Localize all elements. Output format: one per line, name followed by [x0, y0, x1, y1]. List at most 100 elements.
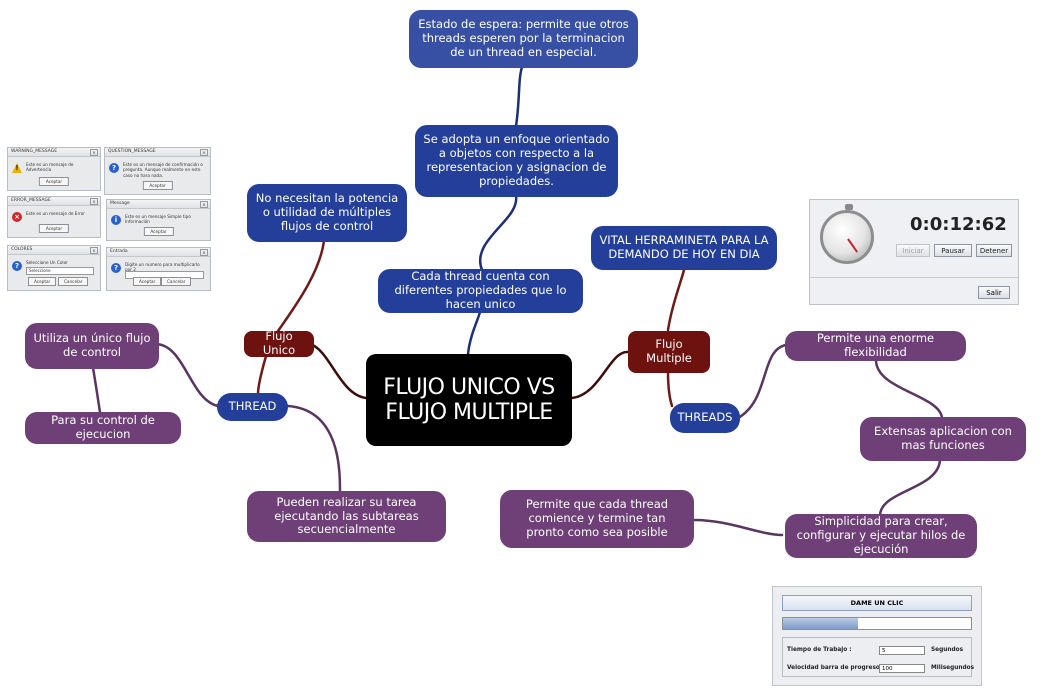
speed-input[interactable]: 100: [879, 664, 925, 673]
link-simplicidad-comience: [692, 518, 784, 537]
node-threads: THREADS: [670, 403, 740, 433]
node-propiedades: Cada thread cuenta con diferentes propie…: [378, 269, 583, 313]
node-potencia-label: No necesitan la potencia o utilidad de m…: [255, 191, 399, 233]
node-comience-label: Permite que cada thread comience y termi…: [525, 497, 669, 539]
question-accept-button[interactable]: Aceptar: [142, 181, 173, 190]
color-select-value: Seleccione: [29, 268, 51, 273]
entrada-dialog-title: Entrada: [110, 249, 128, 254]
node-flexibilidad-label: Permite una enorme flexibilidad: [816, 331, 935, 359]
link-threads-flexibilidad: [736, 343, 788, 420]
node-unico-flujo: Utiliza un único flujo de control: [25, 323, 159, 369]
error-accept-button[interactable]: Aceptar: [38, 224, 70, 233]
close-icon[interactable]: ×: [200, 249, 208, 256]
node-flujo-unico: Flujo Unico: [244, 329, 314, 357]
link-flujomultiple-vital: [666, 268, 686, 332]
error-dialog: ERROR_MESSAGE× × Este es un mensaje de E…: [7, 196, 101, 238]
close-icon[interactable]: ×: [200, 201, 208, 208]
warning-accept-button[interactable]: Aceptar: [38, 177, 70, 186]
entrada-dialog: Entrada × ? Digite un numero para multipl…: [106, 247, 211, 291]
node-flujo-multiple-label: Flujo Multiple: [646, 337, 692, 365]
close-icon[interactable]: ×: [90, 198, 98, 205]
work-time-label: Tiempo de Trabajo :: [787, 647, 852, 653]
question-dialog-titlebar: QUESTION_MESSAGE×: [105, 148, 210, 157]
message-dialog-title: Message: [110, 201, 130, 206]
message-dialog: Message × i Este es un mensaje Simple tip…: [106, 199, 211, 241]
progress-bar-fill: [783, 618, 859, 629]
central-topic-line2: FLUJO MULTIPLE: [385, 400, 553, 425]
node-flujo-multiple: Flujo Multiple: [628, 331, 710, 373]
warning-dialog-titlebar: WARNING_MESSAGE×: [8, 148, 100, 157]
node-control-ejecucion-label: Para su control de ejecucion: [51, 413, 155, 441]
node-simplicidad-label: Simplicidad para crear, configurar y eje…: [796, 514, 966, 556]
close-icon[interactable]: ×: [90, 247, 98, 254]
colores-cancel-button[interactable]: Cancelar: [58, 277, 89, 286]
close-icon[interactable]: ×: [200, 149, 208, 156]
error-dialog-title: ERROR_MESSAGE: [11, 198, 51, 203]
question-dialog: QUESTION_MESSAGE× ? Este es un mensaje d…: [104, 147, 211, 195]
speed-unit: Milisegundos: [931, 665, 975, 671]
colores-dialog-titlebar: COLORES ×: [8, 246, 100, 255]
warning-dialog: WARNING_MESSAGE× ! Este es un mensaje de…: [7, 147, 101, 191]
dame-un-clic-button[interactable]: DAME UN CLIC: [782, 595, 972, 611]
progress-window: DAME UN CLIC Tiempo de Trabajo : 5 Segun…: [772, 586, 982, 686]
colores-dialog-text: Seleccione Un Color: [26, 260, 68, 265]
close-icon[interactable]: ×: [90, 149, 98, 156]
colores-dialog: COLORES × ? Seleccione Un Color Seleccion…: [7, 245, 101, 291]
error-dialog-titlebar: ERROR_MESSAGE ×: [8, 197, 100, 206]
message-dialog-text: Este es un mensaje Simple tipo Informaci…: [125, 214, 191, 225]
entrada-dialog-text: Digite un numero para multiplicarlo por …: [125, 262, 200, 273]
node-thread: THREAD: [217, 393, 288, 421]
entrada-accept-button[interactable]: Aceptar: [133, 277, 162, 286]
link-thread-unicoflujo: [154, 342, 220, 408]
central-topic: FLUJO UNICO VS FLUJO MULTIPLE: [366, 354, 572, 446]
node-estado-espera: Estado de espera: permite que otros thre…: [409, 10, 638, 68]
speed-label: Velocidad barra de progreso :: [787, 665, 885, 671]
node-control-ejecucion: Para su control de ejecucion: [25, 412, 181, 444]
link-flexibilidad-extensas: [874, 358, 944, 420]
exit-button[interactable]: Salir: [978, 286, 1010, 299]
central-topic-line1: FLUJO UNICO VS: [383, 374, 555, 400]
node-estado-espera-label: Estado de espera: permite que otros thre…: [418, 17, 629, 59]
stopwatch-icon: [820, 204, 874, 264]
link-enfoque-espera: [514, 65, 524, 128]
message-accept-button[interactable]: Aceptar: [143, 227, 174, 236]
info-icon: i: [111, 215, 121, 225]
colores-dialog-title: COLORES: [11, 247, 33, 252]
warning-dialog-text: Este es un mensaje de Advertencia: [26, 162, 74, 173]
node-enfoque-objetos-label: Se adopta un enfoque orientado a objetos…: [423, 132, 610, 188]
question-icon: ?: [12, 261, 22, 271]
message-dialog-titlebar: Message ×: [107, 200, 210, 209]
node-propiedades-label: Cada thread cuenta con diferentes propie…: [394, 269, 567, 311]
question-icon: ?: [109, 163, 119, 173]
node-unico-flujo-label: Utiliza un único flujo de control: [33, 331, 151, 359]
link-flujounico-potencia: [276, 239, 326, 333]
pause-button[interactable]: Pausar: [934, 244, 972, 257]
stopwatch-hand: [847, 238, 858, 253]
entrada-cancel-button[interactable]: Cancelar: [161, 277, 192, 286]
node-comience: Permite que cada thread comience y termi…: [500, 490, 694, 548]
link-unicoflujo-control: [91, 366, 102, 414]
stopwatch-separator: [810, 277, 1018, 278]
settings-frame: [782, 637, 972, 677]
question-icon: ?: [111, 263, 121, 273]
start-button[interactable]: Iniciar: [896, 244, 930, 257]
color-select[interactable]: Seleccione: [26, 267, 94, 275]
error-icon: ×: [12, 212, 22, 222]
colores-accept-button[interactable]: Aceptar: [28, 277, 57, 286]
node-flujo-unico-label: Flujo Unico: [262, 329, 296, 357]
entrada-dialog-titlebar: Entrada ×: [107, 248, 210, 257]
stop-button[interactable]: Detener: [976, 244, 1012, 257]
node-vital-herramienta: VITAL HERRAMINETA PARA LA DEMANDO DE HOY…: [591, 226, 777, 270]
stopwatch-time: 0:0:12:62: [910, 214, 1007, 235]
work-time-input[interactable]: 5: [879, 646, 925, 655]
node-simplicidad: Simplicidad para crear, configurar y eje…: [785, 514, 977, 558]
progress-bar: [782, 617, 972, 630]
link-propiedades-enfoque: [478, 194, 518, 272]
warning-icon: !: [12, 163, 22, 173]
work-time-unit: Segundos: [931, 647, 964, 653]
node-potencia: No necesitan la potencia o utilidad de m…: [247, 184, 407, 242]
stopwatch-window: 0:0:12:62 Iniciar Pausar Detener Salir: [809, 199, 1019, 305]
question-dialog-text: Este es un mensaje de confirmación o pre…: [123, 162, 203, 178]
link-flujomultiple-threads: [666, 370, 674, 408]
node-extensas-label: Extensas aplicacion con mas funciones: [874, 424, 1012, 452]
